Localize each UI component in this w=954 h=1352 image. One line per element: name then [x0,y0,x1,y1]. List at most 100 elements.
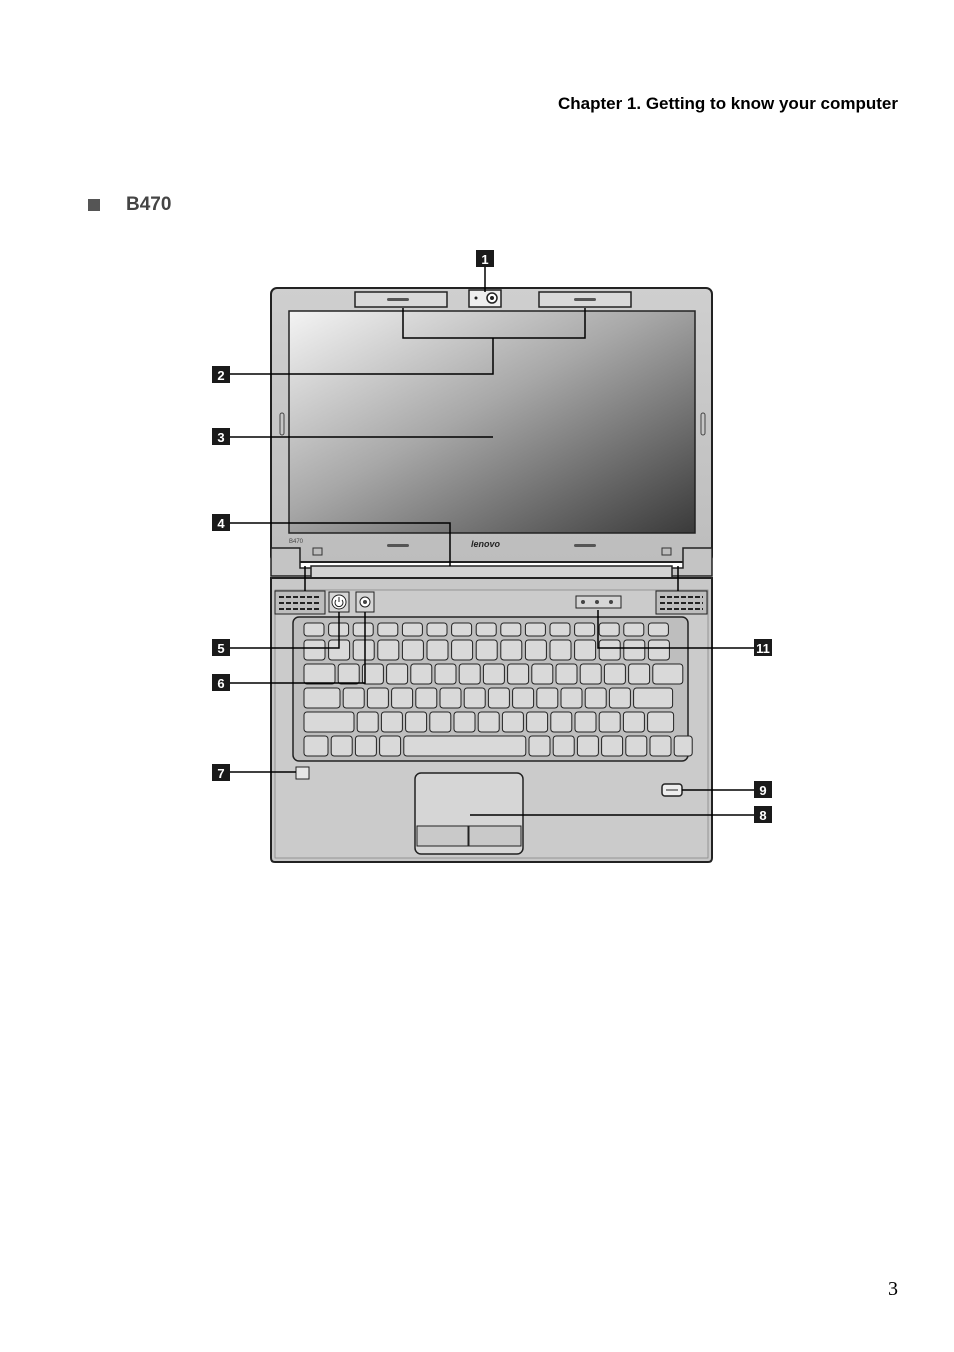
display-lid: B470 lenovo [270,287,713,563]
keyboard-key [303,622,325,637]
keyboard-key [356,711,379,733]
keyboard-key [342,687,365,709]
keyboard-key [512,687,535,709]
keyboard-key [475,622,497,637]
keyboard-key [598,639,621,661]
leader-lines [230,266,754,816]
keyboard-key [526,711,549,733]
svg-text:8: 8 [759,808,766,823]
keyboard-key [463,687,486,709]
keyboard-key [458,663,481,685]
svg-text:9: 9 [759,783,766,798]
keyboard-key [303,663,336,685]
keyboard-key [380,711,403,733]
keyboard-key [303,639,326,661]
keyboard-key [623,639,646,661]
touchpad [414,772,524,855]
keyboard-key [303,711,355,733]
microphone-icon [295,766,310,780]
keyboard-key [482,663,505,685]
keyboard-key [647,639,670,661]
svg-text:1: 1 [481,252,488,267]
keyboard-key [536,687,559,709]
keyboard-key [507,663,530,685]
keyboard-key [623,622,645,637]
keyboard-key [574,639,597,661]
model-title: B470 [126,194,172,215]
keyboard-key [500,622,522,637]
keyboard-key [574,622,596,637]
keyboard-key [528,735,551,757]
keyboard-key [330,735,353,757]
keyboard-key [426,622,448,637]
callout-5: 5 [212,639,230,656]
keyboard-key [439,687,462,709]
keyboard-key [649,735,672,757]
keyboard-key [477,711,500,733]
svg-text:5: 5 [217,641,224,656]
keyboard-key [524,639,547,661]
keyboard-key [487,687,510,709]
keyboard-key [401,622,423,637]
keyboard-key [352,639,375,661]
keyboard-key [391,687,414,709]
keyboard-key [429,711,452,733]
keyboard-key [401,639,424,661]
svg-text:3: 3 [217,430,224,445]
svg-text:6: 6 [217,676,224,691]
keyboard-key [434,663,457,685]
keyboard-key [555,663,578,685]
keyboard-key [303,687,341,709]
keyboard [303,622,693,757]
callout-3: 3 [212,428,230,445]
page-number: 3 [888,1278,898,1300]
keyboard-key [552,735,575,757]
keyboard-key [410,663,433,685]
keyboard-key [361,663,384,685]
keyboard-key [501,711,524,733]
keyboard-key [598,622,620,637]
svg-text:7: 7 [217,766,224,781]
keyboard-key [579,663,602,685]
keyboard-key [598,711,621,733]
keyboard-key [550,711,573,733]
keyboard-key [622,711,645,733]
keyboard-key [377,622,399,637]
keyboard-key [451,639,474,661]
callout-1: 1 [476,250,494,267]
keyboard-key [403,735,527,757]
keyboard-key [625,735,648,757]
model-section-heading: B470 [88,194,171,216]
callout-11: 11 [754,639,772,656]
callout-6: 6 [212,674,230,691]
keyboard-key [531,663,554,685]
keyboard-key [405,711,428,733]
base [270,577,713,863]
power-button-icon [328,591,350,613]
keyboard-key [386,663,409,685]
svg-text:11: 11 [756,641,770,656]
keyboard-key [549,639,572,661]
keyboard-key [415,687,438,709]
keyboard-key [628,663,651,685]
callout-8: 8 [754,806,772,823]
callout-2: 2 [212,366,230,383]
onekey-rescue-button-icon [355,591,375,613]
callout-4: 4 [212,514,230,531]
keyboard-key [576,735,599,757]
keyboard-key [673,735,693,757]
keyboard-key [560,687,583,709]
keyboard-key [584,687,607,709]
keyboard-key [379,735,402,757]
callout-7: 7 [212,764,230,781]
keyboard-key [337,663,360,685]
keyboard-key [475,639,498,661]
keyboard-key [601,735,624,757]
brand-logo: lenovo [471,539,501,549]
svg-text:2: 2 [217,368,224,383]
keyboard-key [377,639,400,661]
right-speaker [655,590,708,615]
keyboard-key [453,711,476,733]
chapter-header: Chapter 1. Getting to know your computer [557,94,898,113]
